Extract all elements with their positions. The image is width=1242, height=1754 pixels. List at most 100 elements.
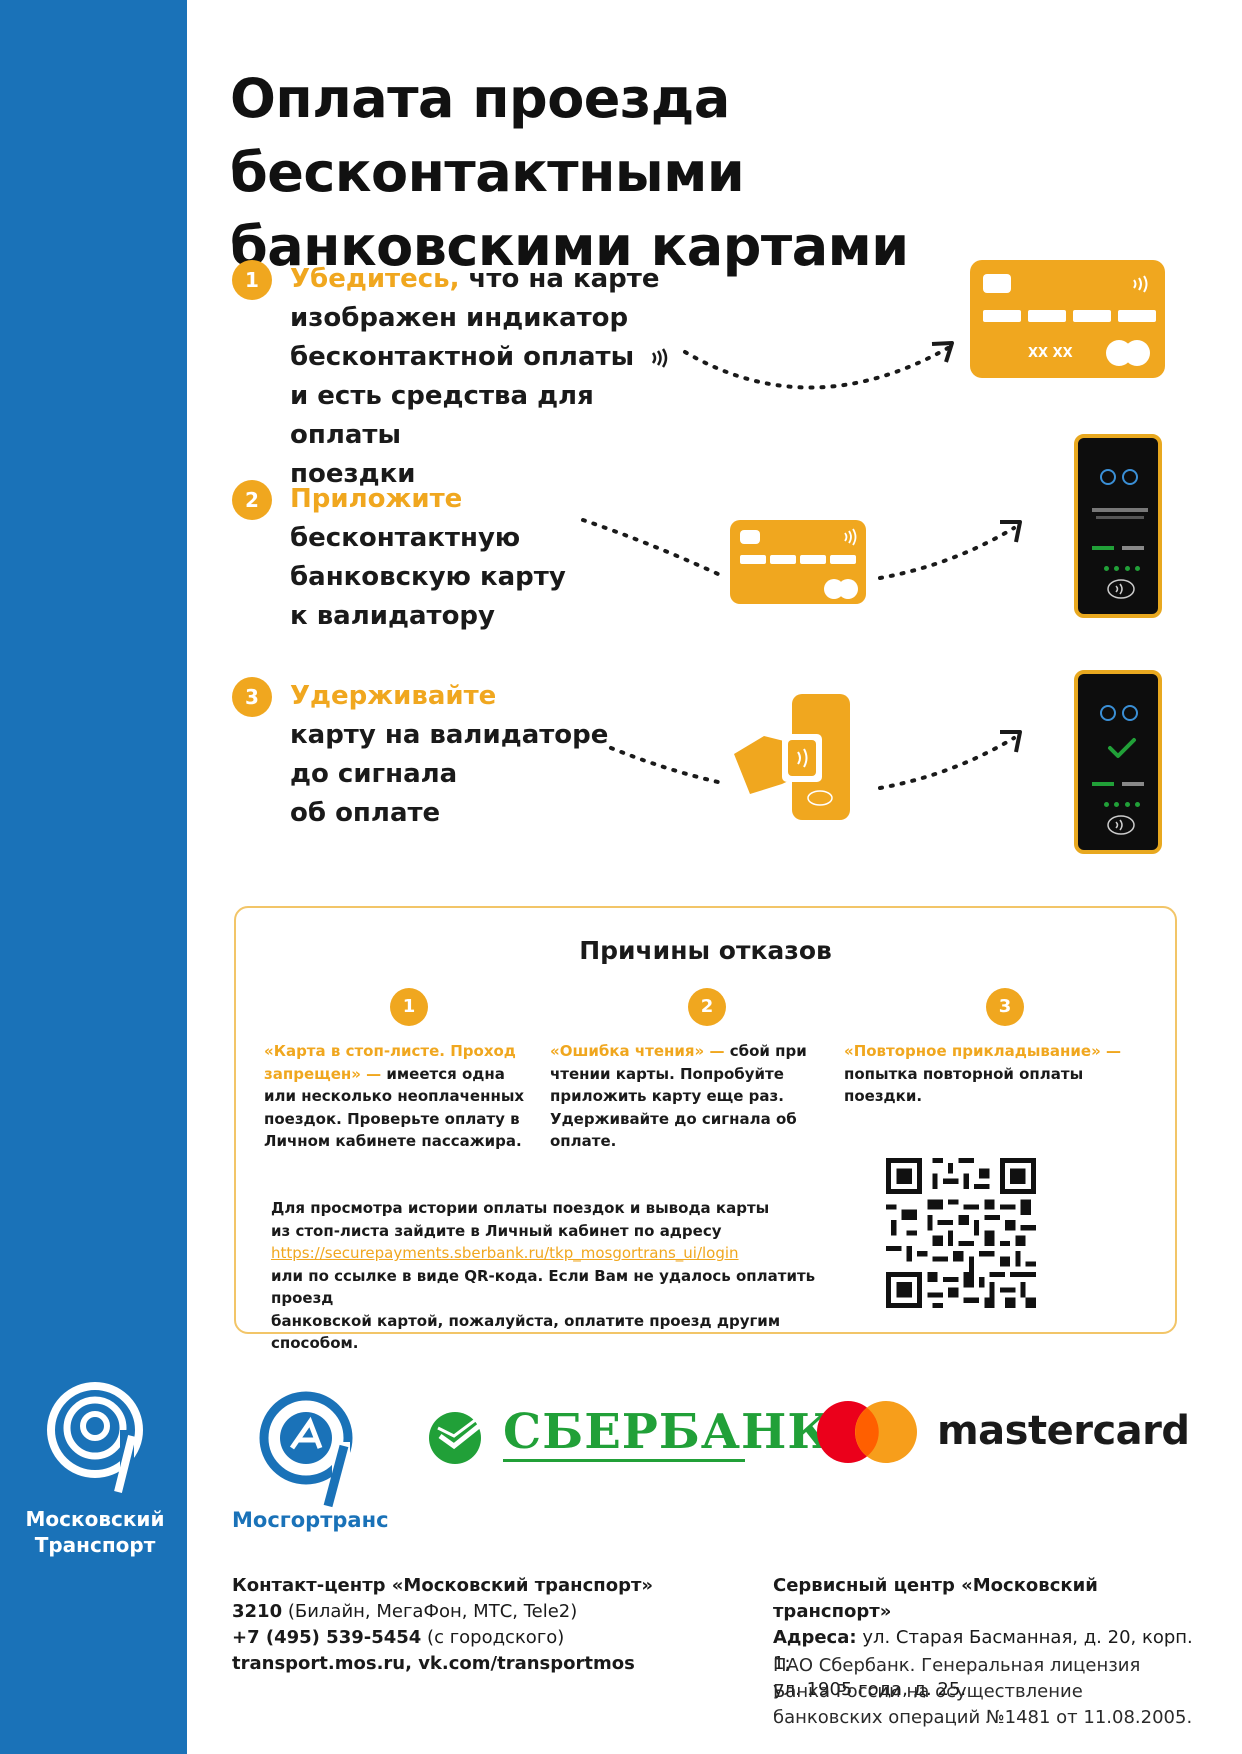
step-1-line: поездки bbox=[290, 459, 416, 489]
validator-logos-icon bbox=[1100, 705, 1138, 721]
service-address-label: Адреса: bbox=[773, 1627, 857, 1648]
validator-screen-text bbox=[1092, 508, 1148, 512]
bank-license-text: ПАО Сбербанк. Генеральная лицензия Банка… bbox=[773, 1655, 1193, 1728]
mosgortrans-logo-icon bbox=[259, 1391, 353, 1508]
logo-line: Транспорт bbox=[34, 1533, 156, 1557]
step-3-line: до сигнала bbox=[290, 759, 458, 789]
moscow-transport-logo-icon bbox=[47, 1382, 143, 1493]
dotted-arrow-icon bbox=[683, 341, 954, 390]
reason-2-highlight: «Ошибка чтения» — bbox=[550, 1042, 725, 1060]
moscow-transport-logo-text: Московский Транспорт bbox=[20, 1506, 170, 1558]
contact-title: Контакт-центр «Московский транспорт» bbox=[232, 1575, 654, 1596]
step-1-line: что на карте bbox=[468, 264, 660, 294]
card-chip bbox=[983, 274, 1011, 293]
rejection-reasons-panel: Причины отказов 1 «Карта в стоп-листе. П… bbox=[234, 906, 1177, 1352]
step-3-highlight: Удерживайте bbox=[290, 681, 497, 711]
dotted-arrow-icon bbox=[581, 518, 720, 576]
info-line: из стоп-листа зайдите в Личный кабинет п… bbox=[271, 1221, 722, 1240]
step-2-text: Приложите бесконтактную банковскую карту… bbox=[290, 480, 630, 636]
reason-2-number: 2 bbox=[688, 988, 726, 1026]
step-1-line: бесконтактной оплаты bbox=[290, 342, 635, 372]
contactless-icon bbox=[844, 528, 857, 546]
personal-account-link[interactable]: https://securepayments.sberbank.ru/tkp_m… bbox=[271, 1244, 739, 1262]
validator-mc-mark bbox=[1122, 546, 1144, 550]
validator-sber-mark bbox=[1092, 782, 1114, 786]
step-1-line: изображен индикатор bbox=[290, 303, 629, 333]
validator-sber-mark bbox=[1092, 546, 1114, 550]
contactless-icon bbox=[1133, 275, 1148, 293]
dotted-arrow-icon bbox=[878, 730, 1022, 790]
contact-phone-note: (с городского) bbox=[427, 1627, 565, 1648]
info-line: или по ссылке в виде QR-кода. Если Вам н… bbox=[271, 1266, 816, 1308]
personal-account-info: Для просмотра истории оплаты поездок и в… bbox=[271, 1197, 851, 1355]
service-center-block: Сервисный центр «Московский транспорт» А… bbox=[773, 1573, 1193, 1703]
validator-device-success bbox=[1074, 670, 1162, 854]
logo-line: Московский bbox=[25, 1507, 165, 1531]
step-2-highlight: Приложите bbox=[290, 484, 463, 514]
card-number-block bbox=[1118, 310, 1156, 322]
bank-card-illustration bbox=[730, 520, 866, 604]
reason-2-text: «Ошибка чтения» — сбой при чтении карты.… bbox=[550, 1040, 812, 1153]
mosgortrans-logo-text: Мосгортранс bbox=[232, 1508, 389, 1532]
card-number-block bbox=[770, 555, 796, 564]
reason-3-text: «Повторное прикладывание» — попытка повт… bbox=[844, 1040, 1144, 1108]
bank-card-illustration: XX XX bbox=[970, 260, 1165, 378]
step-3-line: об оплате bbox=[290, 798, 441, 828]
card-number-block bbox=[800, 555, 826, 564]
step-1-highlight: Убедитесь, bbox=[290, 264, 460, 294]
step-1-text: Убедитесь, что на карте изображен индика… bbox=[290, 260, 710, 494]
reason-2-body: сбой при чтении карты. Попробуйте прилож… bbox=[550, 1042, 807, 1150]
step-1-line: и есть средства для оплаты bbox=[290, 381, 594, 450]
validator-mc-mark bbox=[1122, 782, 1144, 786]
contactless-reader-icon bbox=[1107, 815, 1135, 835]
mastercard-logo-icon bbox=[817, 1401, 917, 1463]
info-line: Для просмотра истории оплаты поездок и в… bbox=[271, 1199, 770, 1217]
sberbank-logo-underline bbox=[503, 1459, 745, 1462]
reasons-title: Причины отказов bbox=[579, 936, 832, 965]
service-address: ул. 1905 года, д. 25. bbox=[773, 1679, 967, 1700]
validator-device bbox=[1074, 434, 1162, 618]
step-3-line: карту на валидаторе bbox=[290, 720, 609, 750]
step-2-line: банковскую карту bbox=[290, 562, 566, 592]
service-address: ул. Старая Басманная, д. 20, корп. 1; bbox=[773, 1627, 1193, 1674]
contact-websites[interactable]: transport.mos.ru, vk.com/transportmos bbox=[232, 1653, 635, 1674]
contact-short-number[interactable]: 3210 bbox=[232, 1601, 283, 1622]
reason-1-text: «Карта в стоп-листе. Проход запрещен» — … bbox=[264, 1040, 534, 1153]
title-line-2: банковскими картами bbox=[230, 215, 909, 278]
contact-short-note: (Билайн, МегаФон, МТС, Tele2) bbox=[287, 1601, 578, 1622]
left-blue-sidebar bbox=[0, 0, 187, 1754]
qr-code-icon[interactable] bbox=[886, 1158, 1036, 1308]
step-2-line: бесконтактную bbox=[290, 523, 521, 553]
page-title: Оплата проезда бесконтактными банковским… bbox=[230, 62, 1210, 284]
card-brand-circles bbox=[824, 579, 858, 599]
card-number-block bbox=[983, 310, 1021, 322]
step-2-number: 2 bbox=[232, 480, 272, 520]
reason-1-number: 1 bbox=[390, 988, 428, 1026]
card-brand-circles bbox=[1106, 340, 1150, 366]
card-number-block bbox=[1028, 310, 1066, 322]
reason-3-body: попытка повторной оплаты поездки. bbox=[844, 1064, 1084, 1106]
dotted-arrow-icon bbox=[609, 746, 720, 784]
dotted-arrow-icon bbox=[878, 520, 1022, 580]
reason-1-highlight: «Карта в стоп-листе. Проход запрещен» — bbox=[264, 1042, 516, 1083]
checkmark-icon bbox=[1108, 738, 1136, 758]
reason-3-number: 3 bbox=[986, 988, 1024, 1026]
step-3-number: 3 bbox=[232, 677, 272, 717]
validator-logos-icon bbox=[1100, 469, 1138, 485]
step-1-number: 1 bbox=[232, 260, 272, 300]
sberbank-logo-icon bbox=[429, 1412, 486, 1464]
validator-leds bbox=[1104, 802, 1140, 808]
card-number-block bbox=[740, 555, 766, 564]
hand-holding-card-icon bbox=[734, 694, 850, 820]
contactless-icon bbox=[652, 347, 668, 368]
contact-center-block: Контакт-центр «Московский транспорт» 321… bbox=[232, 1573, 692, 1677]
mastercard-logo-text: mastercard bbox=[937, 1408, 1190, 1454]
validator-leds bbox=[1104, 566, 1140, 572]
sberbank-logo-text: СБЕРБАНК bbox=[503, 1404, 833, 1460]
card-chip bbox=[740, 530, 760, 544]
info-line: банковской картой, пожалуйста, оплатите … bbox=[271, 1311, 781, 1353]
service-title: Сервисный центр «Московский транспорт» bbox=[773, 1575, 1098, 1622]
reason-3-highlight: «Повторное прикладывание» — bbox=[844, 1042, 1121, 1060]
step-3-text: Удерживайте карту на валидаторе до сигна… bbox=[290, 677, 630, 833]
contact-phone[interactable]: +7 (495) 539-5454 bbox=[232, 1627, 422, 1648]
